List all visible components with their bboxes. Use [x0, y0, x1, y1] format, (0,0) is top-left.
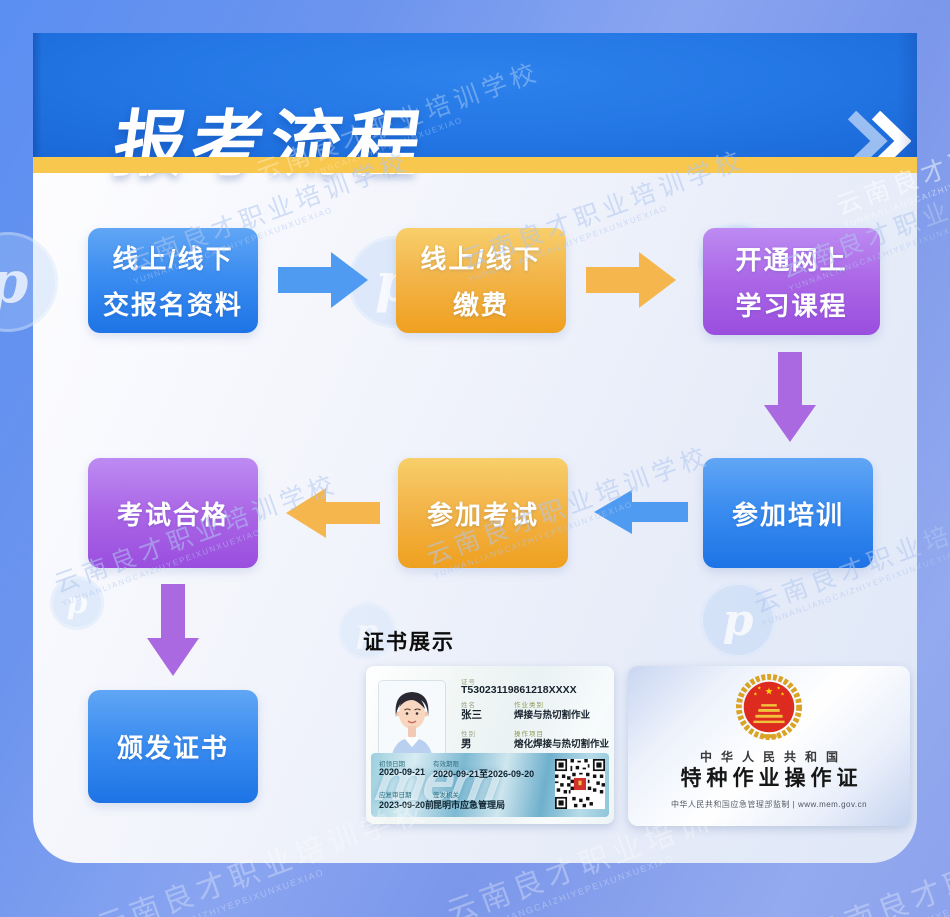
- name-label: 姓名: [461, 702, 476, 709]
- first-issue-value: 2020-09-21: [379, 767, 426, 777]
- flow-step-label: 考试合格: [116, 499, 229, 530]
- certificate-title: 特种作业操作证: [680, 767, 863, 790]
- flow-step-label: 颁发证书: [116, 733, 229, 763]
- certificate-footer: 中华人民共和国应急管理部监制 | www.mem.gov.cn: [670, 800, 868, 809]
- valid-label: 有效期限: [433, 761, 459, 768]
- cert-no-label: 证号: [461, 679, 476, 686]
- arrow-down-icon: [764, 352, 816, 447]
- certificate-validity-band: mem 初领日期 2020-09-21 有效期限 2020-09-21至2026…: [371, 753, 609, 817]
- logo-letter: p: [0, 248, 28, 316]
- flow-step-submit-materials: 线上/线下 交报名资料: [88, 228, 258, 333]
- header-accent-divider: [33, 157, 917, 173]
- flow-step-pass-exam: 考试合格: [88, 458, 258, 568]
- gender-label: 性别: [461, 731, 476, 738]
- national-emblem-icon: ★ ★ ★ ★ ★: [735, 672, 803, 749]
- svg-text:★: ★: [780, 691, 785, 697]
- flow-step-line: 线上/线下: [112, 244, 234, 274]
- flow-step-line: 线上/线下: [420, 244, 542, 274]
- valid-value: 2020-09-21至2026-09-20: [433, 769, 535, 779]
- flow-step-open-courses: 开通网上 学习课程: [703, 228, 880, 335]
- flow-step-label: 参加培训: [731, 499, 844, 530]
- flow-step-line: 缴费: [452, 290, 509, 320]
- svg-text:★: ★: [757, 686, 762, 692]
- certificate-section-title: 证书展示: [363, 631, 455, 654]
- category-label: 作业类别: [514, 702, 544, 709]
- flow-step-issue-certificate: 颁发证书: [88, 690, 258, 803]
- authority-value: 昆明市应急管理局: [433, 800, 506, 810]
- authority-label: 签发机关: [433, 792, 459, 799]
- flow-step-label: 参加考试: [426, 499, 539, 530]
- country-name: 中华人民共和国: [699, 750, 847, 764]
- svg-text:★: ★: [765, 686, 774, 697]
- category-value: 焊接与热切割作业: [514, 710, 591, 721]
- flow-step-line: 学习课程: [735, 291, 848, 321]
- review-label: 应复审日期: [379, 792, 412, 799]
- flow-step-line: 交报名资料: [102, 290, 243, 320]
- operation-value: 熔化焊接与热切割作业: [514, 739, 610, 750]
- svg-text:★: ★: [753, 691, 758, 697]
- arrow-right-icon: [278, 252, 368, 313]
- svg-text:★: ★: [777, 686, 782, 692]
- flow-step-attend-training: 参加培训: [703, 458, 873, 568]
- arrow-right-icon: [586, 252, 676, 313]
- review-value: 2023-09-20前: [379, 800, 435, 810]
- page-title: 报考流程: [108, 105, 432, 185]
- operation-label: 操作项目: [514, 731, 544, 738]
- flow-step-take-exam: 参加考试: [398, 458, 568, 568]
- gender-value: 男: [461, 738, 472, 750]
- flow-step-pay-fee: 线上/线下 缴费: [396, 228, 566, 333]
- arrow-left-icon: [286, 488, 380, 543]
- flow-step-line: 开通网上: [735, 245, 848, 275]
- name-value: 张三: [461, 709, 482, 721]
- certificate-id-card: 证号 T53023119861218XXXX 姓名 张三 作业类别 焊接与热切割…: [366, 666, 614, 824]
- first-issue-label: 初领日期: [379, 761, 405, 768]
- cert-no-value: T53023119861218XXXX: [461, 684, 577, 696]
- arrow-left-icon: [594, 490, 688, 539]
- arrow-down-icon: [147, 584, 199, 681]
- header-banner: 报考流程: [33, 33, 917, 185]
- certificate-cover-card: ★ ★ ★ ★ ★ 中华人民共和国 特种作业操作证 中华人民共和国应急管理部监制…: [628, 666, 910, 826]
- qr-code: [555, 759, 605, 809]
